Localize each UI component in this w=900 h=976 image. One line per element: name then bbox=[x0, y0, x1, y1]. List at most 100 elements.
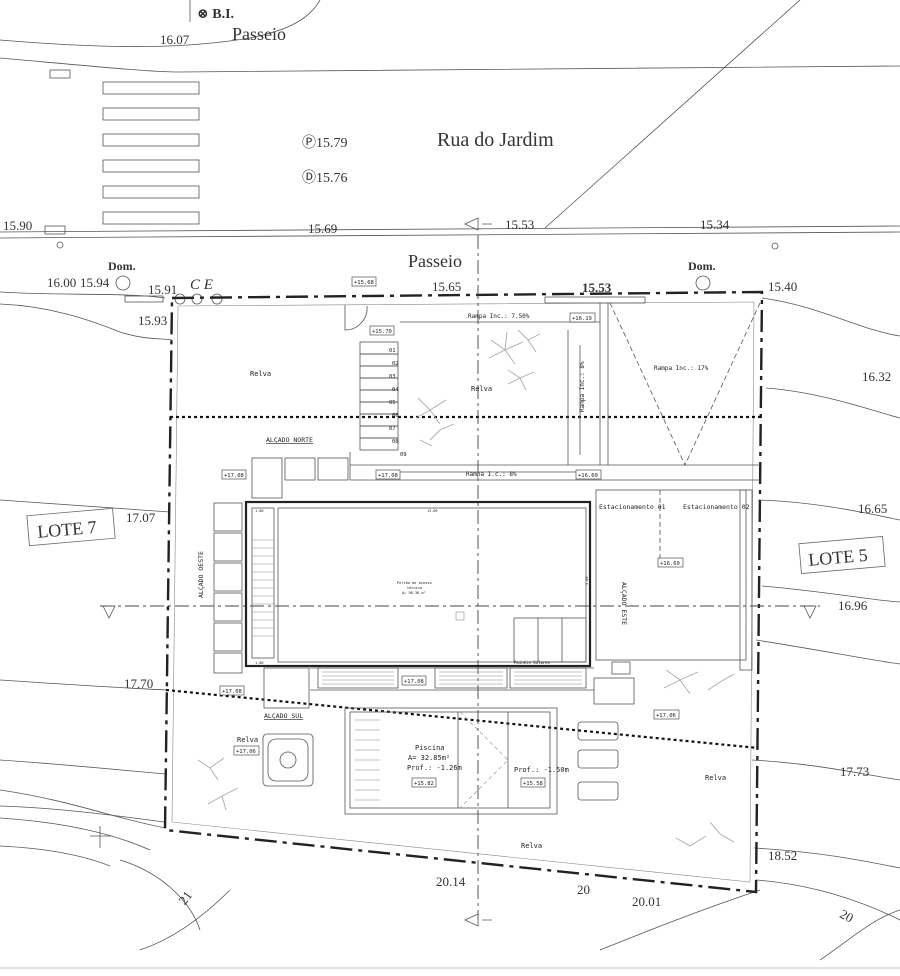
level-tags: +15.68 +15.70 +16.19 +17.08 +17.08 +16.6… bbox=[219, 276, 684, 788]
level-tag: +16.60 bbox=[660, 561, 680, 567]
dom-manhole-icon bbox=[695, 275, 711, 291]
level-label: 17.70 bbox=[124, 676, 153, 691]
drain-icon bbox=[49, 69, 71, 79]
relva-label: Relva bbox=[471, 385, 492, 393]
elevation-west-label: ALÇADO OESTE bbox=[197, 551, 205, 598]
level-label: 16.65 bbox=[858, 501, 887, 516]
level-label: 16.07 bbox=[160, 32, 190, 47]
ramp-label: Rampa Inc.: 17% bbox=[654, 365, 709, 372]
level-label: 15.91 bbox=[148, 282, 177, 297]
level-tag: +15.58 bbox=[523, 781, 543, 787]
core-label: A= 98.36 m² bbox=[402, 591, 426, 595]
elevation-south-label: ALÇADO SUL bbox=[264, 712, 303, 720]
core-label: Portão de acesso bbox=[397, 581, 432, 585]
plan-labels: Relva Relva Relva Relva Relva Rampa Inc.… bbox=[197, 313, 750, 850]
dom-left-label: Dom. bbox=[108, 259, 136, 273]
jacuzzi-icon bbox=[262, 733, 314, 787]
level-label: 15.40 bbox=[768, 279, 797, 294]
level-label: 15.94 bbox=[80, 275, 110, 290]
meter-icon bbox=[191, 293, 203, 305]
lot-label-left: LOTE 7 bbox=[26, 507, 116, 547]
level-label: 16.32 bbox=[862, 369, 891, 384]
solar-label: Painéis Solares bbox=[514, 660, 551, 665]
dim-label: 1.00 bbox=[255, 509, 263, 513]
sunbed-icon bbox=[577, 781, 619, 801]
level-label: 15.65 bbox=[432, 279, 461, 294]
sidewalk-top-label: Passeio bbox=[232, 24, 286, 44]
level-label: 15.53 bbox=[505, 217, 534, 232]
level-tag: +15.70 bbox=[372, 329, 392, 335]
level-tag: +17.08 bbox=[404, 679, 424, 685]
level-label: 17.73 bbox=[840, 764, 869, 779]
level-label: 15.90 bbox=[3, 218, 32, 233]
street-name: Rua do Jardim bbox=[437, 129, 554, 151]
lamp-icon bbox=[56, 241, 64, 249]
level-tag: +17.06 bbox=[656, 713, 676, 719]
level-label: 20.14 bbox=[436, 874, 466, 889]
parking-label: Estacionamento 02 bbox=[683, 503, 750, 511]
elevation-labels: 16.07 15.90 15.69 15.53 15.34 16.00 15.9… bbox=[3, 32, 891, 925]
sunbed-icon bbox=[577, 721, 619, 741]
ramp-label: Rampa I.c.: 8% bbox=[466, 471, 517, 478]
pool-depth: Prof.: -1.26m bbox=[407, 764, 462, 772]
stair-step-number: 05 bbox=[389, 400, 396, 406]
stair-step-number: 09 bbox=[400, 452, 407, 458]
level-tag: +15.82 bbox=[414, 781, 434, 787]
lot-label-right: LOTE 5 bbox=[798, 535, 886, 575]
stair-step-number: 01 bbox=[389, 348, 396, 354]
stair-step-number: 07 bbox=[389, 426, 396, 432]
crosswalk bbox=[102, 81, 200, 225]
core-label: técnico bbox=[407, 586, 422, 590]
ramp-label: Rampa Inc.: 7.50% bbox=[468, 313, 530, 320]
dim-label: 1.00 bbox=[255, 661, 263, 665]
contour-label: 21 bbox=[175, 888, 195, 907]
dom-right-label: Dom. bbox=[688, 259, 716, 273]
stair-step-number: 06 bbox=[392, 413, 399, 419]
relva-label: Relva bbox=[521, 842, 542, 850]
level-label: 15.34 bbox=[700, 217, 730, 232]
stair-step-number: 08 bbox=[392, 439, 399, 445]
section-marker-icon bbox=[464, 913, 492, 927]
relva-label: Relva bbox=[250, 370, 271, 378]
sidewalk-bottom-label: Passeio bbox=[408, 251, 462, 271]
section-marker-icon bbox=[803, 605, 817, 619]
pool-depth-2: Prof.: -1.50m bbox=[514, 766, 569, 774]
dom-manhole-icon bbox=[115, 275, 131, 291]
relva-label: Relva bbox=[237, 736, 258, 744]
lamp-icon bbox=[771, 242, 779, 250]
relva-label: Relva bbox=[705, 774, 726, 782]
elevation-north-label: ALÇADO NORTE bbox=[266, 436, 313, 444]
d-label: Ⓓ15.76 bbox=[302, 170, 348, 186]
section-marker-icon bbox=[102, 605, 116, 619]
level-tag: +17.06 bbox=[236, 749, 256, 755]
level-tag: +16.60 bbox=[578, 473, 598, 479]
level-tag: +16.19 bbox=[572, 316, 592, 322]
contour-label: 20 bbox=[577, 882, 590, 897]
dim-label: 5.49 bbox=[585, 577, 589, 585]
pool-area: A= 32.85m² bbox=[408, 754, 450, 762]
stair-step-number: 04 bbox=[392, 387, 399, 393]
level-label: 17.07 bbox=[126, 510, 156, 525]
plot-boundary bbox=[163, 290, 764, 894]
level-label: 16.96 bbox=[838, 598, 868, 613]
plant-symbols bbox=[197, 329, 735, 847]
level-label: 15.69 bbox=[308, 221, 337, 236]
pool bbox=[344, 707, 558, 815]
stair-step-number: 02 bbox=[392, 361, 399, 367]
level-label: 15.93 bbox=[138, 313, 167, 328]
sunbed-icon bbox=[577, 749, 619, 769]
level-tag: +17.08 bbox=[224, 473, 244, 479]
pool-title: Piscina bbox=[415, 744, 445, 752]
site-elements bbox=[213, 296, 761, 815]
ramp-label: Rampa Inc.: 8% bbox=[579, 361, 586, 412]
stair-step-number: 03 bbox=[389, 374, 396, 380]
level-tag: +17.08 bbox=[222, 689, 242, 695]
level-tag: +17.08 bbox=[378, 473, 398, 479]
drain-icon bbox=[44, 225, 66, 235]
level-label: 15.53 bbox=[582, 280, 612, 295]
meter-icon bbox=[211, 293, 223, 305]
level-tag: +15.68 bbox=[354, 280, 374, 286]
entrance-stair bbox=[359, 341, 399, 451]
level-label: 16.00 bbox=[47, 275, 76, 290]
